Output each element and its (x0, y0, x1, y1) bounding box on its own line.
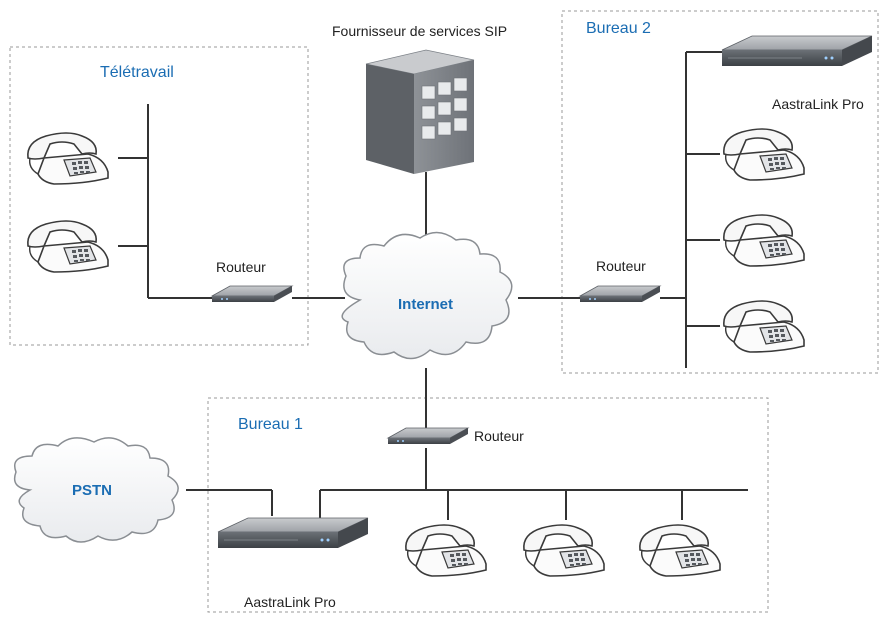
network-links (118, 51, 748, 520)
provider-label: Fournisseur de services SIP (332, 23, 508, 39)
router-label-teletravail: Routeur (216, 259, 266, 275)
router-label-bureau2: Routeur (596, 258, 646, 274)
router-label-bureau1: Routeur (474, 428, 524, 444)
zone-title-teletravail: Télétravail (100, 64, 174, 81)
zone-title-bureau2: Bureau 2 (586, 20, 651, 37)
server-icon-bureau1 (217, 517, 369, 549)
pstn-label: PSTN (72, 482, 113, 499)
phone-icon-bureau2-1 (723, 128, 805, 181)
router-icon-teletravail (211, 285, 293, 303)
phone-icon-bureau2-3 (723, 300, 805, 353)
pstn-cloud-icon (13, 437, 179, 543)
zone-bureau2 (561, 10, 879, 374)
phone-icon-bureau1-3 (639, 524, 721, 577)
zone-teletravail (9, 46, 309, 346)
phone-icon-bureau2-2 (723, 214, 805, 267)
router-icon-bureau2 (579, 285, 661, 303)
router-icon-bureau1 (387, 427, 469, 445)
zone-bureau1 (207, 397, 769, 613)
phone-icon-bureau1-1 (405, 524, 487, 577)
server-icon-bureau2 (721, 35, 873, 67)
phone-icon-bureau1-2 (523, 524, 605, 577)
internet-cloud-icon (341, 231, 513, 360)
phone-icon-teletravail-1 (27, 132, 109, 185)
pbx-label-bureau1: AastraLink Pro (244, 594, 336, 610)
pbx-label-bureau2: AastraLink Pro (772, 96, 864, 112)
internet-label: Internet (398, 296, 454, 313)
zone-title-bureau1: Bureau 1 (238, 416, 303, 433)
building-icon (365, 49, 475, 174)
phone-icon-teletravail-2 (27, 220, 109, 273)
